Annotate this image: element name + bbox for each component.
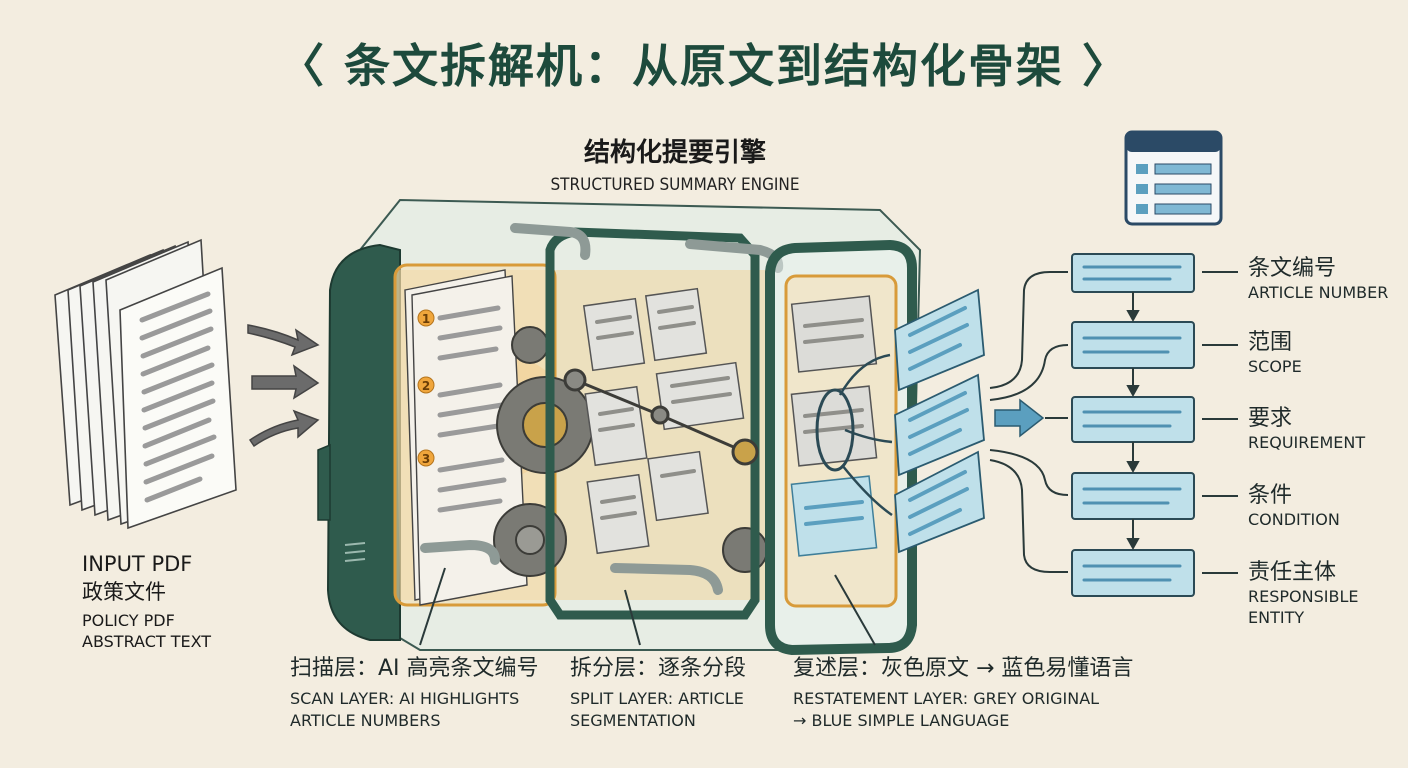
input-label-line2: 政策文件	[82, 580, 166, 604]
output-label-zh: 条文编号	[1248, 256, 1337, 281]
output-label-article-number: 条文编号 ARTICLE NUMBER	[1248, 250, 1388, 303]
input-label-line3: POLICY PDF	[82, 611, 175, 630]
engine-title-zh: 结构化提要引擎	[583, 138, 766, 168]
output-label-zh: 范围	[1248, 330, 1293, 355]
layer-label-zh: 拆分层：逐条分段	[570, 656, 747, 681]
form-list-icon	[1124, 130, 1223, 226]
layer-label-en2: ARTICLE NUMBERS	[290, 711, 441, 730]
engine-machine: 1 2 3	[317, 198, 985, 656]
output-label-en: RESPONSIBLE	[1248, 587, 1359, 606]
input-label-line1: INPUT PDF	[82, 552, 193, 576]
output-label-zh: 条件	[1248, 483, 1293, 508]
layer-label-en2: SEGMENTATION	[570, 711, 696, 730]
gear-icon	[493, 326, 768, 577]
output-label-responsible-entity: 责任主体 RESPONSIBLE ENTITY	[1248, 554, 1358, 628]
output-label-zh: 要求	[1248, 406, 1293, 431]
output-label-en: SCOPE	[1248, 357, 1302, 376]
document-stack-icon	[54, 238, 237, 530]
layer-label-zh: 复述层：灰色原文 → 蓝色易懂语言	[793, 656, 1134, 681]
input-label: INPUT PDF 政策文件 POLICY PDF ABSTRACT TEXT	[82, 552, 211, 652]
layer-label-zh: 扫描层：AI 高亮条文编号	[290, 656, 539, 681]
output-label-en: CONDITION	[1248, 510, 1340, 529]
layer-label-en1: RESTATEMENT LAYER: GREY ORIGINAL	[793, 689, 1100, 708]
layer-label-split: 拆分层：逐条分段 SPLIT LAYER: ARTICLE SEGMENTATI…	[570, 650, 746, 732]
output-boxes	[1071, 253, 1238, 597]
arrow-right-icon	[994, 398, 1045, 438]
output-label-en: REQUIREMENT	[1248, 433, 1366, 452]
scan-number-2: 2	[422, 379, 430, 393]
output-label-scope: 范围 SCOPE	[1248, 324, 1302, 377]
output-label-en: ARTICLE NUMBER	[1248, 283, 1389, 302]
layer-label-scan: 扫描层：AI 高亮条文编号 SCAN LAYER: AI HIGHLIGHTS …	[290, 650, 539, 732]
page-title: 〈 条文拆解机：从原文到结构化骨架 〉	[277, 39, 1131, 93]
arrow-right-icon	[247, 324, 320, 448]
layer-label-en2: → BLUE SIMPLE LANGUAGE	[793, 711, 1010, 730]
layer-label-en1: SCAN LAYER: AI HIGHLIGHTS	[290, 689, 520, 708]
engine-title-en: STRUCTURED SUMMARY ENGINE	[550, 175, 800, 195]
output-label-condition: 条件 CONDITION	[1248, 477, 1340, 530]
scan-number-3: 3	[422, 452, 430, 466]
output-label-zh: 责任主体	[1248, 560, 1337, 585]
input-label-line4: ABSTRACT TEXT	[82, 632, 212, 651]
scan-number-1: 1	[422, 312, 430, 326]
engine-title: 结构化提要引擎 STRUCTURED SUMMARY ENGINE	[545, 132, 805, 195]
layer-label-en1: SPLIT LAYER: ARTICLE	[570, 689, 744, 708]
layer-label-restatement: 复述层：灰色原文 → 蓝色易懂语言 RESTATEMENT LAYER: GRE…	[793, 650, 1133, 732]
output-label-en2: ENTITY	[1248, 608, 1305, 627]
output-label-requirement: 要求 REQUIREMENT	[1248, 400, 1365, 453]
